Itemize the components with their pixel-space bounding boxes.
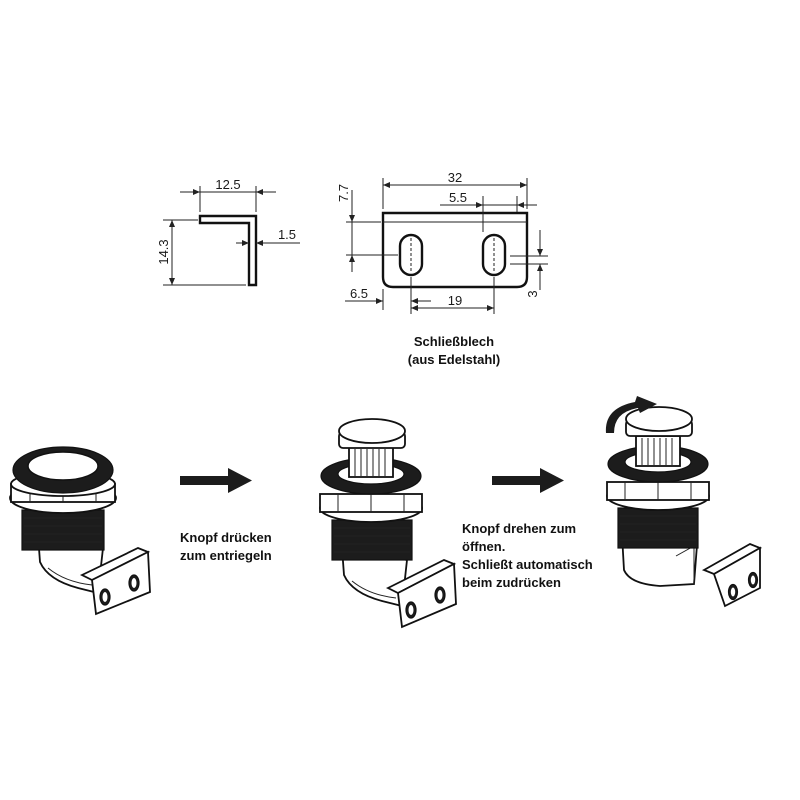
caption-subtitle: (aus Edelstahl) — [408, 352, 500, 367]
knob-top — [338, 418, 406, 444]
dim-left-label: 6.5 — [350, 286, 368, 301]
dim-length-label: 32 — [448, 170, 462, 185]
right-arrow-icon — [492, 468, 564, 493]
angle-bracket-side-view: 12.5 14.3 1.5 — [156, 177, 300, 287]
dim-slot-offset-label: 5.5 — [449, 190, 467, 205]
plate-outline — [381, 211, 529, 289]
right-arrow-icon — [180, 468, 252, 493]
strike-plate — [385, 559, 457, 629]
knob-stem — [348, 446, 394, 478]
step2-line4: beim zudrücken — [462, 575, 561, 590]
step1-line2: zum entriegeln — [180, 548, 272, 563]
dim-height-label: 14.3 — [156, 239, 171, 264]
knob-stem — [635, 435, 681, 467]
step2-line3: Schließt automatisch — [462, 557, 593, 572]
step2-line2: öffnen. — [462, 539, 505, 554]
thread-sleeve — [331, 519, 413, 561]
latch-body — [341, 546, 408, 608]
latch-unlocked — [319, 418, 457, 629]
latch-open — [606, 406, 763, 608]
caption-title: Schließblech — [414, 334, 494, 349]
slot-left — [398, 233, 424, 277]
rotate-arrow-icon — [605, 396, 657, 433]
dim-thickness-label: 1.5 — [278, 227, 296, 242]
dim-spacing-label: 19 — [448, 293, 462, 308]
latch-closed — [9, 446, 151, 616]
step2-line1: Knopf drehen zum — [462, 521, 576, 536]
strike-plate-front-view: 32 5.5 7.7 6.5 19 3 Schließblech (au — [336, 170, 548, 367]
dim-top-label: 7.7 — [336, 184, 351, 202]
thread-sleeve — [21, 509, 105, 551]
dim-width-label: 12.5 — [215, 177, 240, 192]
thread-sleeve — [617, 507, 699, 549]
dim-slot-height-label: 3 — [525, 290, 540, 297]
slot-right — [481, 233, 507, 277]
angle-profile — [198, 214, 258, 287]
knob-top — [27, 451, 99, 481]
knob-top — [625, 406, 693, 432]
step1-line1: Knopf drücken — [180, 530, 272, 545]
strike-plate — [79, 547, 151, 616]
strike-plate — [701, 543, 763, 608]
